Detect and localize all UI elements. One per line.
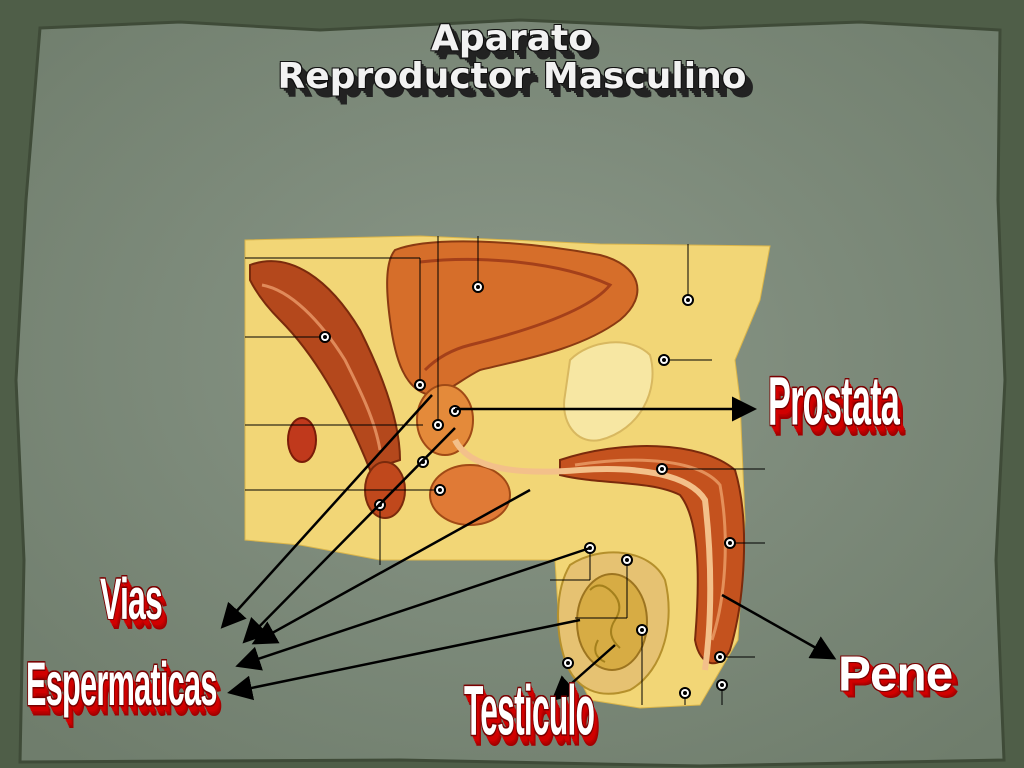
pubic-bone-shape	[563, 341, 654, 442]
bulb-shape	[429, 464, 511, 526]
pointer-arrows	[220, 394, 837, 702]
arrow-vias-5	[227, 618, 581, 701]
urethra-line	[452, 438, 714, 671]
testis-shape	[576, 573, 648, 671]
penis-shape	[559, 445, 746, 665]
anus-shape	[287, 417, 317, 463]
label-testiculo: Testiculo	[464, 672, 595, 751]
label-espermaticas: Espermaticas	[26, 650, 217, 719]
arrow-vias-4	[235, 546, 591, 671]
title-line-1: Aparato	[431, 18, 593, 59]
slide-title: Aparato Reproductor Masculino	[0, 20, 1024, 96]
leader-lines	[245, 236, 765, 705]
label-pene: Pene	[838, 646, 953, 703]
rectum-shape	[249, 260, 402, 472]
arrow-vias-1	[220, 394, 433, 629]
label-prostata: Prostata	[768, 364, 900, 440]
arrow-testiculo	[551, 644, 616, 702]
arrow-pene	[721, 593, 837, 660]
arrow-vias-2	[242, 427, 456, 644]
title-line-2: Reproductor Masculino	[277, 56, 747, 97]
label-vias: Vias	[100, 568, 163, 632]
arrow-vias-3	[251, 488, 531, 645]
prostate-shape	[416, 384, 474, 456]
bladder-shape	[386, 240, 639, 397]
